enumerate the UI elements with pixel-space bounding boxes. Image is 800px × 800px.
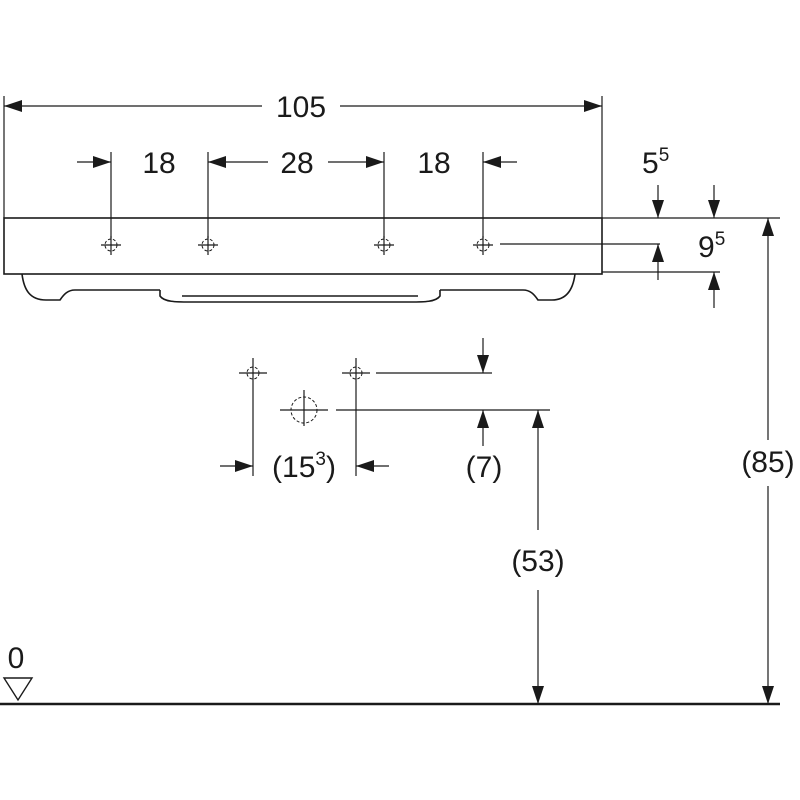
- rim-thickness-dimensions: [500, 185, 780, 308]
- drain-height-label: (53): [511, 545, 564, 578]
- tap-hole-marker: [374, 236, 394, 255]
- basin-thickness-sup: 5: [715, 229, 726, 250]
- drain-offset-dimension: [336, 338, 550, 446]
- washbasin-body: [3, 217, 603, 303]
- overall-width-dimension: [3, 96, 603, 218]
- outlet-spacing-label: (153): [272, 449, 336, 484]
- tap-hole-marker: [473, 236, 493, 255]
- rim-height-dimension: [762, 218, 774, 704]
- drain-marker: [280, 390, 328, 426]
- tap-spacing-dimensions: [77, 152, 517, 238]
- basin-thickness-label: 95: [698, 229, 725, 264]
- tap-hole-marker: [198, 236, 218, 255]
- drain-offset-label: (7): [466, 451, 503, 484]
- center-spacing-label: 28: [280, 147, 313, 180]
- outlet-marker: [239, 358, 267, 385]
- outlet-spacing-dimension: [220, 385, 389, 476]
- outlet-marker: [342, 358, 370, 385]
- overall-width-label: 105: [276, 91, 326, 124]
- drain-height-dimension: [532, 410, 544, 704]
- basin-thickness-base: 9: [698, 231, 715, 264]
- outlet-spacing-suffix: ): [326, 451, 336, 484]
- tap-hole-marker: [101, 236, 121, 255]
- rim-offset-label: 55: [642, 145, 669, 180]
- floor-level-label: 0: [8, 642, 25, 675]
- left-spacing-label: 18: [142, 147, 175, 180]
- floor-level-icon: [2, 677, 34, 702]
- rim-height-label: (85): [741, 446, 794, 479]
- outlet-spacing-sup: 3: [315, 449, 326, 470]
- rim-offset-base: 5: [642, 147, 659, 180]
- rim-offset-sup: 5: [659, 145, 670, 166]
- outlet-spacing-prefix: (15: [272, 451, 315, 484]
- right-spacing-label: 18: [417, 147, 450, 180]
